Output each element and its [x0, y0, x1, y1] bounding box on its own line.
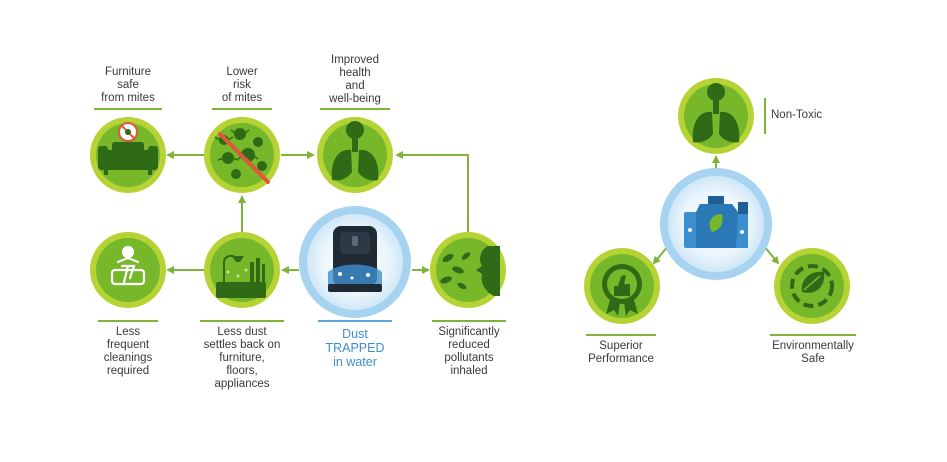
label-improved-health: Improved health and well-being [329, 54, 381, 105]
underline-mites [212, 108, 272, 110]
label-less-dust: Less dust settles back on furniture, flo… [203, 326, 281, 390]
lungs-icon [331, 121, 379, 181]
non-toxic-node [678, 78, 754, 154]
underline-environment [770, 334, 856, 336]
health-node [317, 117, 393, 193]
label-reduced-pollutants: Significantly reduced pollutants inhaled [438, 326, 500, 377]
vacuum-device-icon [328, 226, 382, 292]
furniture-lamp-icon [216, 254, 266, 298]
mites-node [204, 117, 280, 193]
label-environmentally-safe: Environmentally Safe [772, 340, 854, 365]
furniture-node [90, 117, 166, 193]
label-less-frequent: Less frequent cleanings required [103, 326, 153, 377]
underline-health [320, 108, 390, 110]
lungs-icon-2 [692, 83, 740, 143]
superior-node [584, 248, 660, 324]
sofa-icon [98, 142, 158, 175]
face-leaves-icon [440, 246, 500, 296]
label-dust-trapped: Dust TRAPPED in water [325, 327, 385, 369]
strike-line [218, 132, 270, 184]
underline-superior [586, 334, 656, 336]
label-lower-risk: Lower risk of mites [221, 66, 263, 104]
connector-arrows [166, 151, 469, 274]
recycle-leaf-icon [790, 264, 834, 308]
dust-node [204, 232, 280, 308]
cleaner-node [660, 168, 772, 280]
award-badge-icon [602, 264, 642, 316]
underline-cleanings [98, 320, 158, 322]
relaxing-person-icon [110, 245, 146, 286]
underline-trapped [318, 320, 392, 322]
pollutants-node [430, 232, 506, 308]
trapped-node [299, 206, 411, 318]
underline-dust [200, 320, 284, 322]
underline-furniture [94, 108, 162, 110]
cleanings-node [90, 232, 166, 308]
label-superior-performance: Superior Performance [588, 340, 654, 365]
underline-pollutants [432, 320, 506, 322]
label-non-toxic: Non-Toxic [771, 109, 823, 121]
bracket-non-toxic [764, 98, 766, 134]
right-connector-arrows [652, 155, 780, 265]
no-mites-icon [118, 122, 138, 142]
label-furniture-safe: Furniture safe from mites [101, 66, 155, 104]
environment-node [774, 248, 850, 324]
cleaning-products-icon [684, 196, 748, 248]
